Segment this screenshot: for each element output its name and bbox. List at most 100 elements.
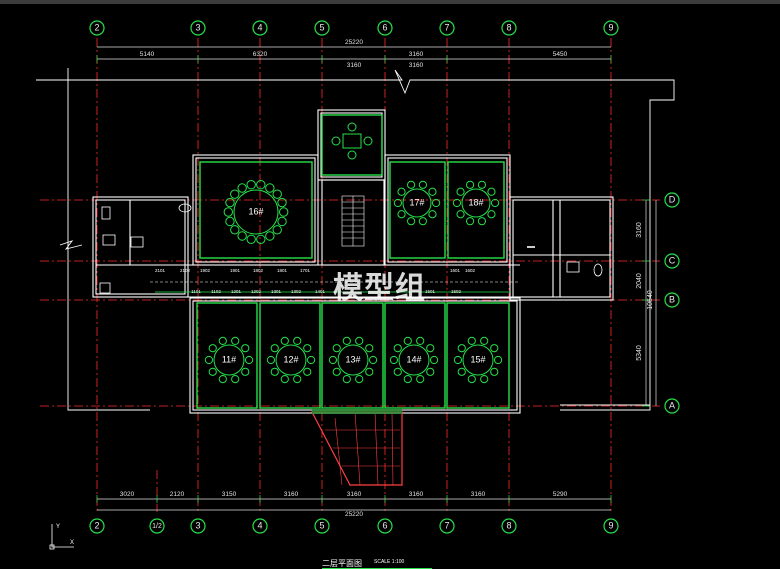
chair <box>363 136 373 146</box>
axis-bubble: 5 <box>314 518 330 534</box>
chair <box>331 136 341 146</box>
chair <box>303 367 312 376</box>
svg-text:9: 9 <box>608 520 613 530</box>
chair <box>231 336 240 345</box>
chair <box>428 210 437 219</box>
svg-text:4: 4 <box>257 520 262 530</box>
chair <box>457 367 466 376</box>
dimension-texts-bottom: 3020 2120 3150 3160 3160 3160 3160 5290 … <box>120 491 568 518</box>
axis-bubble: 8 <box>501 20 517 36</box>
axis-bubble: 6 <box>377 518 393 534</box>
chair <box>230 225 240 235</box>
chair <box>355 375 364 384</box>
dim-text: 2040 <box>636 273 643 289</box>
room-label: 13# <box>345 354 360 364</box>
chair <box>347 150 357 160</box>
chair <box>432 198 441 208</box>
svg-text:1102: 1102 <box>211 289 221 294</box>
table <box>461 188 491 218</box>
chair <box>256 234 266 244</box>
svg-text:1802: 1802 <box>253 268 264 273</box>
chair <box>270 367 279 376</box>
svg-text:1201: 1201 <box>231 289 242 294</box>
axis-bubble: 3 <box>190 20 206 36</box>
svg-text:1302: 1302 <box>291 289 302 294</box>
chair <box>494 355 503 365</box>
chair <box>393 344 402 353</box>
chair <box>456 210 465 219</box>
chair <box>477 180 487 189</box>
svg-text:7: 7 <box>444 520 449 530</box>
dim-text: 5290 <box>553 491 568 498</box>
svg-text:2: 2 <box>94 22 99 32</box>
chair <box>393 198 402 208</box>
chair <box>272 225 282 235</box>
axis-bubble: 5 <box>314 20 330 36</box>
axis-bubble: 8 <box>501 518 517 534</box>
dim-text: 3160 <box>284 491 299 498</box>
watermark: 模型组 <box>333 271 426 306</box>
axis-bubble: A <box>664 398 680 414</box>
dim-total-bottom: 25220 <box>345 511 363 518</box>
chair <box>490 367 499 376</box>
svg-text:1101: 1101 <box>191 289 201 294</box>
chair <box>328 355 337 365</box>
table <box>398 344 430 376</box>
svg-text:4: 4 <box>257 22 262 32</box>
chair <box>480 375 489 384</box>
chair <box>342 336 351 345</box>
chair <box>389 355 398 365</box>
room-label: 11# <box>222 354 236 364</box>
chair <box>303 344 312 353</box>
building-walls <box>92 109 614 414</box>
stair <box>341 195 365 247</box>
axis-bubbles-top: 2 3 4 5 6 7 8 9 <box>89 20 619 36</box>
chair <box>256 180 266 190</box>
chair <box>270 344 279 353</box>
chair <box>280 375 289 384</box>
chair <box>272 189 282 199</box>
svg-text:8: 8 <box>506 22 511 32</box>
chair <box>218 375 227 384</box>
table <box>213 344 245 376</box>
svg-text:7: 7 <box>444 22 449 32</box>
axis-bubble: 3 <box>190 518 206 534</box>
axis-bubble: 2 <box>89 20 105 36</box>
chair <box>369 355 378 365</box>
chair <box>266 355 275 365</box>
chair <box>225 197 235 208</box>
svg-text:1501: 1501 <box>425 289 436 294</box>
chair <box>277 216 287 227</box>
svg-text:X: X <box>70 540 74 546</box>
room-labels: 16# 17# 18# 11# 12# 13# 14# 15# <box>222 197 486 364</box>
svg-text:2102: 2102 <box>180 268 191 273</box>
dim-text: 3160 <box>409 51 424 58</box>
table <box>337 344 369 376</box>
restroom-fixtures <box>99 203 603 294</box>
chair <box>277 197 287 208</box>
chair <box>397 210 406 219</box>
table <box>402 188 432 218</box>
chair <box>342 375 351 384</box>
dining-tables <box>204 122 503 384</box>
drawing-title-text: 二层平面图 <box>322 559 362 568</box>
room-label: 18# <box>468 197 483 207</box>
svg-text:1301: 1301 <box>271 289 282 294</box>
chair <box>246 234 256 244</box>
chair <box>397 187 406 196</box>
svg-text:A: A <box>669 400 675 410</box>
svg-text:5: 5 <box>319 520 324 530</box>
dim-text: 6320 <box>253 51 268 58</box>
room-label: 17# <box>409 197 424 207</box>
chair <box>347 122 357 132</box>
chair <box>406 180 416 189</box>
dim-text: 3160 <box>471 491 486 498</box>
axis-bubble: 4 <box>252 518 268 534</box>
svg-text:B: B <box>669 294 675 304</box>
axis-bubble: 6 <box>377 20 393 36</box>
dimension-lines <box>96 46 657 511</box>
axis-bubble: 7 <box>439 20 455 36</box>
chair <box>452 198 461 208</box>
dim-text: 3160 <box>409 62 424 69</box>
